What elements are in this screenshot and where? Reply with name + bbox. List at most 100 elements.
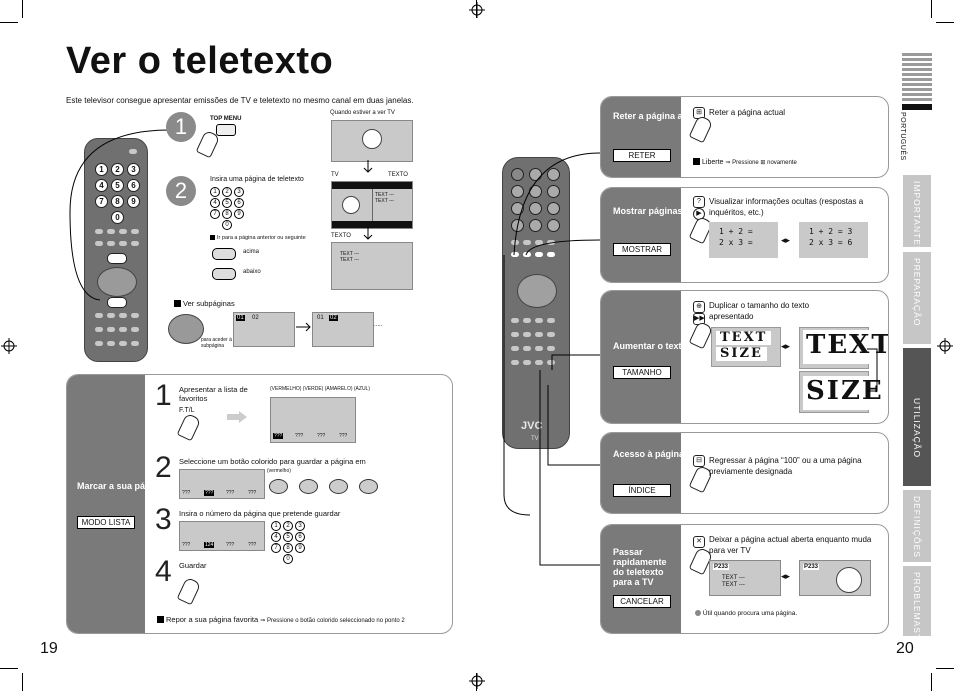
reveal-icon: ? (693, 196, 705, 208)
cancel-desc: Deixar a página actual aberta enquanto m… (709, 535, 872, 555)
crop-mark (0, 22, 18, 23)
fav-list-screen: ??? ??? ??? ??? (270, 397, 356, 443)
fav-number-screen: ??? 124 ??? ??? (179, 521, 265, 551)
sidebar-stripes (902, 53, 932, 103)
fav-select-screen: ??? ??? ??? ??? (179, 469, 265, 499)
fav-step4-text: Guardar (179, 561, 207, 570)
red-label: (vermelho) (267, 468, 291, 474)
swap-arrow-icon: ◂▸ (781, 235, 791, 245)
reveal-title: Mostrar páginas ocultas (613, 206, 717, 216)
index-title: Acesso à página de índice (613, 449, 726, 459)
top-menu-label: TOP MENU (210, 116, 242, 122)
page-number-left: 19 (40, 640, 58, 657)
fav-step1-text: Apresentar a lista de favoritos (179, 385, 248, 404)
yellow-button[interactable] (329, 479, 348, 494)
bottom-half-box: SIZE (799, 371, 887, 413)
fav-side-title: Marcar a sua página favorita (77, 481, 199, 491)
red-button[interactable] (269, 479, 288, 494)
page-number-right: 20 (896, 640, 914, 657)
swap-arrow-icon: ◂▸ (781, 341, 791, 351)
crop-mark (0, 668, 18, 669)
fav-mode-box: MODO LISTA (77, 516, 135, 529)
step-2-badge: 2 (166, 176, 196, 206)
fav-recall: Repor a sua página favorita ⇒ Pressione … (157, 615, 405, 626)
size-icon: ⊕ (693, 301, 705, 313)
down-label: abaixo (243, 269, 261, 275)
crop-mark (931, 0, 932, 18)
index-box: ÍNDICE (613, 484, 671, 497)
split-screen: TEXT --- TEXT --- (331, 181, 413, 229)
reveal-box: MOSTRAR (613, 243, 671, 256)
favorite-page-panel: Marcar a sua página favorita MODO LISTA … (66, 374, 453, 634)
subpages-title: Ver subpáginas (174, 299, 235, 308)
index-panel: Acesso à página de índice ÍNDICE ⊟ Regre… (600, 432, 889, 514)
cancel-box: CANCELAR (613, 595, 671, 608)
leader-lines (503, 152, 601, 566)
remote-control-center: JVC TV (502, 157, 570, 449)
subpage-screen-b: 01 02 (312, 312, 374, 347)
step-2-text: Insira uma página de teletexto (210, 176, 304, 183)
green-button[interactable] (299, 479, 318, 494)
tab-portugues[interactable]: PORTUGUÊS (899, 112, 906, 161)
registration-mark-icon (469, 2, 485, 18)
fav-step3-text: Insira o número da página que pretende g… (179, 509, 341, 518)
index-icon: ⊟ (693, 455, 705, 467)
remote-control-left: 1 2 3 4 5 6 7 8 9 0 (84, 138, 148, 362)
reveal-desc: Visualizar informações ocultas (resposta… (709, 197, 864, 217)
page-down-button[interactable] (212, 268, 236, 280)
tab-utilizacao[interactable]: UTILIZAÇÃO (903, 348, 931, 486)
tab-definicoes[interactable]: DEFINIÇÕES (903, 490, 931, 562)
arrow-down-icon (363, 160, 373, 173)
brand-sub: TV (531, 436, 539, 442)
arrow-right-icon (296, 322, 311, 332)
fav-step2-text: Seleccione um botão colorido para guarda… (179, 457, 366, 466)
dpad-icon[interactable] (168, 314, 204, 344)
hand-press-icon (176, 412, 202, 442)
reveal-panel: Mostrar páginas ocultas MOSTRAR ? ▶ Visu… (600, 187, 889, 283)
hold-desc: Reter a página actual (709, 108, 786, 117)
top-half-box: TEXT (799, 327, 888, 369)
step-1-badge: 1 (166, 112, 196, 142)
cancel-panel: Passar rapidamente do teletexto para a T… (600, 524, 889, 634)
calc-after: 1 + 2 = 3 2 x 3 = 6 (799, 222, 868, 258)
blue-button[interactable] (359, 479, 378, 494)
cancel-tv-screen: P233 (799, 560, 871, 596)
cycle-arrow-icon (867, 348, 878, 392)
hold-release: Liberte ⇒ Pressione ⊞ novamente (693, 158, 797, 166)
cancel-note: Útil quando procura uma página. (695, 610, 797, 617)
tab-preparacao[interactable]: PREPARAÇÃO (903, 252, 931, 344)
ftl-label: F.T/L (179, 407, 195, 414)
arrow-right-icon (227, 411, 247, 423)
size-desc: Duplicar o tamanho do texto apresentado (709, 301, 810, 321)
up-label: acima (243, 249, 260, 255)
size-panel: Aumentar o texto TAMANHO ⊕ ▶▶ Duplicar o… (600, 290, 889, 424)
tv-label: TV (331, 172, 339, 178)
cancel-text-screen: P233 TEXT --- TEXT --- (709, 560, 781, 596)
crop-mark (936, 22, 954, 23)
crop-mark (22, 673, 23, 691)
when-tv-label: Quando estiver a ver TV (330, 110, 395, 116)
top-menu-button[interactable] (216, 124, 236, 136)
texto-label: TEXTO (388, 172, 408, 178)
texto-label-2: TEXTO (331, 233, 351, 239)
crop-mark (931, 673, 932, 691)
page-up-button[interactable] (212, 248, 236, 260)
hand-press-icon (688, 320, 714, 350)
hold-box: RETER (613, 149, 671, 162)
swap-arrow-icon: ◂▸ (781, 571, 791, 581)
normal-text-box: TEXT SIZE (711, 327, 781, 367)
tab-importante[interactable]: IMPORTANTE! (903, 175, 931, 249)
subpage-screen-a: 01 02 (233, 312, 295, 347)
hold-panel: Reter a página actual RETER ⊞ Reter a pá… (600, 96, 889, 178)
brand-logo: JVC (521, 420, 543, 432)
tab-problemas[interactable]: PROBLEMAS? (903, 566, 931, 640)
nav-hint: Ir para a página anterior ou seguinte (210, 235, 306, 241)
callout-line (69, 129, 171, 301)
teletext-screen: TEXT --- TEXT --- (331, 242, 413, 290)
size-box: TAMANHO (613, 366, 671, 379)
registration-mark-icon (1, 338, 17, 354)
size-title: Aumentar o texto (613, 341, 688, 351)
index-desc: Regressar à página “100” ou a uma página… (709, 456, 862, 476)
